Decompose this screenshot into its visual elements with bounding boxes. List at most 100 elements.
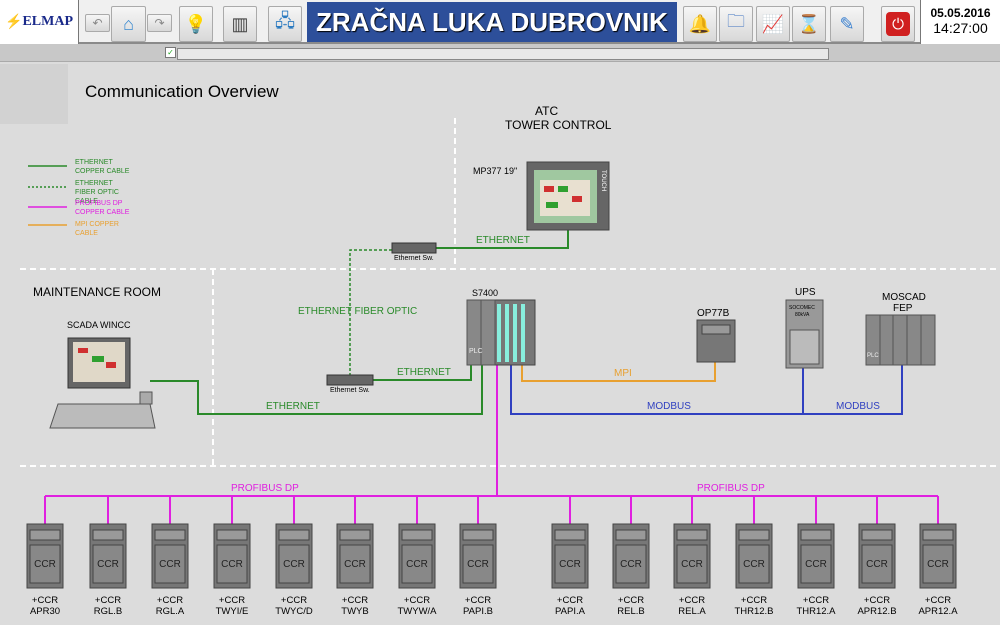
home-icon: ⌂: [123, 13, 134, 34]
network-button[interactable]: 🖧: [268, 6, 302, 42]
svg-text:CCR: CCR: [681, 559, 703, 570]
legend-ethernet: ETHERNET COPPER CABLE: [75, 159, 130, 175]
trend-history-button[interactable]: ⌛: [792, 6, 826, 42]
back-icon: ↶: [92, 16, 103, 30]
back-button[interactable]: ↶: [85, 14, 110, 32]
alarm-archive-button[interactable]: 🗀: [719, 6, 753, 42]
mp377-label: MP377 19": [473, 166, 518, 176]
ccr-cabinet: CCR: [151, 523, 189, 589]
ups-rating: 80kVA: [795, 312, 810, 318]
svg-text:CCR: CCR: [221, 559, 243, 570]
svg-text:CCR: CCR: [743, 559, 765, 570]
ccr-cabinet: CCR: [459, 523, 497, 589]
ccr-prefix: +CCR: [218, 595, 246, 606]
s7400-label: S7400: [472, 288, 499, 298]
alarms-button[interactable]: 🔔: [683, 6, 717, 42]
ccr-prefix: +CCR: [94, 595, 122, 606]
cable-modbus-2: MODBUS: [836, 401, 880, 412]
settings-icon: ✎: [839, 13, 855, 34]
page-title: Communication Overview: [85, 82, 279, 101]
op77b-panel: [696, 319, 736, 363]
switch-lower-label: Ethernet Sw.: [330, 387, 370, 394]
ccr-cabinet: CCR: [26, 523, 64, 589]
datetime-display: 05.05.2016 14:27:00: [920, 0, 1000, 44]
trend-button[interactable]: 📈: [756, 6, 790, 42]
mp377-panel: [526, 161, 610, 231]
ccr-prefix: +CCR: [556, 595, 584, 606]
message-icon[interactable]: ✓: [165, 47, 176, 58]
ccr-name: THR12.B: [734, 606, 774, 617]
lighting-button[interactable]: 💡: [179, 6, 213, 42]
lightbulb-icon: 💡: [184, 13, 208, 34]
app-title: ZRAČNA LUKA DUBROVNIK: [307, 2, 677, 42]
scada-pc: [49, 337, 156, 429]
time: 14:27:00: [933, 20, 988, 36]
cable-ethernet-tower: ETHERNET: [476, 235, 530, 246]
svg-text:CCR: CCR: [805, 559, 827, 570]
ccr-cabinet: CCR: [735, 523, 773, 589]
svg-text:CCR: CCR: [467, 559, 489, 570]
ccr-cabinet: CCR: [89, 523, 127, 589]
home-button[interactable]: ⌂: [111, 6, 146, 42]
ccr-cabinet: CCR: [612, 523, 650, 589]
transformer-icon: ▥: [231, 13, 249, 34]
network-icon: 🖧: [274, 11, 296, 31]
ccr-prefix: +CCR: [740, 595, 768, 606]
legend-fiber: ETHERNET FIBER OPTIC CABLE: [75, 180, 119, 205]
ccr-name: TWYW/A: [397, 606, 437, 617]
svg-text:CCR: CCR: [159, 559, 181, 570]
zone-tower-control: TOWER CONTROL: [505, 118, 612, 132]
op77b-label: OP77B: [697, 308, 730, 319]
svg-text:CCR: CCR: [97, 559, 119, 570]
ups-brand: SOCOMEC: [789, 305, 815, 311]
fiber-cable: [349, 249, 392, 376]
touch-label: TOUCH: [600, 170, 606, 192]
transformer-button[interactable]: ▥: [223, 6, 257, 42]
legend-mpi: MPI COPPER CABLE: [75, 221, 119, 237]
ccr-prefix: +CCR: [678, 595, 706, 606]
cable-ethernet-plc: ETHERNET: [397, 367, 451, 378]
ccr-prefix: +CCR: [341, 595, 369, 606]
power-button[interactable]: ⏻: [881, 6, 915, 42]
ccr-name: PAPI.B: [463, 606, 493, 617]
ccr-name: THR12.A: [796, 606, 836, 617]
ccr-cabinet: CCR: [213, 523, 251, 589]
ccr-name: RGL.A: [155, 606, 185, 617]
moscad-fep: [865, 314, 936, 366]
cable-profibus-1: PROFIBUS DP: [231, 483, 299, 494]
ccr-prefix: +CCR: [863, 595, 891, 606]
ccr-name: PAPI.A: [555, 606, 585, 617]
modbus-cable: [510, 364, 903, 415]
ccr-name: TWYC/D: [275, 606, 313, 617]
ethernet-cable-scada: [150, 364, 483, 415]
zone-atc: ATC: [535, 104, 559, 118]
ethernet-cable-plc: [373, 364, 472, 381]
moscad-plc-label: PLC: [867, 353, 879, 359]
trend-icon: 📈: [761, 13, 785, 34]
cable-ethernet-scada: ETHERNET: [266, 401, 320, 412]
cable-mpi: MPI: [614, 368, 632, 379]
toolbar: ⚡ELMAP ↶ ⌂ ↷ 💡 ▥ 🖧 ZRAČNA LUKA DUBROVNIK…: [0, 0, 1000, 44]
svg-text:CCR: CCR: [344, 559, 366, 570]
settings-button[interactable]: ✎: [830, 6, 864, 42]
ccr-cabinet: CCR: [275, 523, 313, 589]
ccr-prefix: +CCR: [924, 595, 952, 606]
forward-button[interactable]: ↷: [147, 14, 172, 32]
ccr-prefix: +CCR: [403, 595, 431, 606]
svg-text:CCR: CCR: [34, 559, 56, 570]
ccr-prefix: +CCR: [464, 595, 492, 606]
ccr-cabinet: CCR: [398, 523, 436, 589]
ccr-cabinet: CCR: [673, 523, 711, 589]
message-line[interactable]: [177, 48, 829, 60]
page-icon: [0, 64, 68, 124]
